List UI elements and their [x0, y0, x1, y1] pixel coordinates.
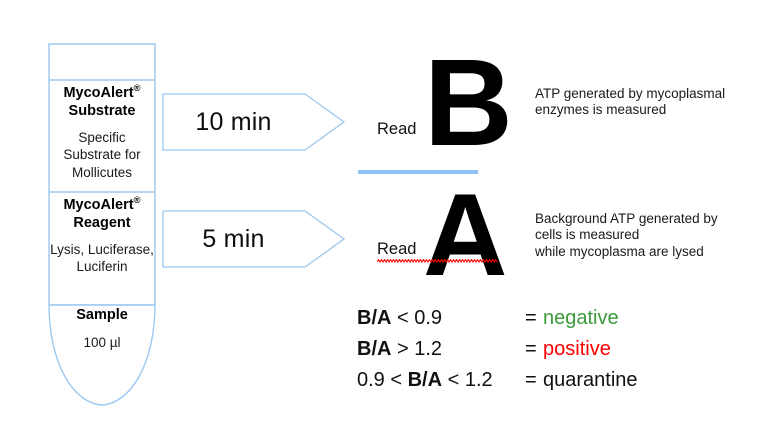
- arrow-label-5min: 5 min: [202, 224, 265, 253]
- read-a-label: Read: [377, 240, 417, 258]
- interpretation-row-quarantine: 0.9 < B/A < 1.2 = quarantine: [357, 369, 687, 400]
- ratio-label: B/A: [407, 369, 443, 391]
- step-arrow-5min: 5 min: [162, 210, 346, 268]
- ratio-label: B/A: [357, 307, 392, 329]
- read-b-letter: B: [424, 35, 513, 172]
- arrow-outline: [162, 93, 346, 151]
- substrate-title: MycoAlert®: [48, 83, 156, 103]
- registered-trademark-icon: ®: [133, 83, 141, 94]
- equals-sign: =: [525, 338, 537, 360]
- squiggle-path: [377, 259, 498, 263]
- reagent-title: MycoAlert®: [48, 195, 156, 215]
- substrate-title-text: MycoAlert: [63, 84, 134, 101]
- sample-title: Sample: [76, 307, 128, 323]
- substrate-title-line2: Substrate: [68, 102, 136, 119]
- arrow-shape-10min: [162, 93, 346, 151]
- tube-section-reagent: MycoAlert® Reagent Lysis, Luciferase, Lu…: [48, 195, 156, 276]
- comparison: < 0.9: [391, 307, 443, 329]
- result-quarantine: quarantine: [543, 369, 638, 391]
- interpretation-legend: B/A < 0.9 = negative B/A > 1.2 = positiv…: [357, 307, 687, 400]
- spellcheck-squiggle-underline: [377, 259, 498, 263]
- section-divider: [358, 170, 478, 174]
- read-a-letter: A: [423, 169, 508, 300]
- sample-volume: 100 µl: [83, 334, 121, 350]
- tube-section-substrate: MycoAlert® Substrate Specific Substrate …: [48, 83, 156, 181]
- equals-sign: =: [525, 307, 537, 329]
- reaction-tube: MycoAlert® Substrate Specific Substrate …: [48, 43, 156, 406]
- tube-bottom-outline: [48, 304, 156, 406]
- result-negative: negative: [543, 307, 619, 329]
- read-a-description: Background ATP generated by cells is mea…: [535, 211, 718, 259]
- arrow-outline: [162, 210, 346, 268]
- spacer: [48, 325, 156, 334]
- spacer: [48, 120, 156, 129]
- tube-section-empty: [48, 43, 156, 79]
- read-b-description: ATP generated by mycoplasmal enzymes is …: [535, 86, 726, 118]
- expression-quarantine: 0.9 < B/A < 1.2: [357, 369, 525, 392]
- result-positive: positive: [543, 338, 611, 360]
- substrate-subtitle: Specific Substrate for Mollicutes: [63, 130, 141, 180]
- expression-negative: B/A < 0.9: [357, 307, 525, 330]
- interpretation-row-negative: B/A < 0.9 = negative: [357, 307, 687, 338]
- tube-outline-svg: [48, 43, 156, 406]
- tube-section-sample: Sample 100 µl: [48, 307, 156, 351]
- step-arrow-10min: 10 min: [162, 93, 346, 151]
- reagent-title-text: MycoAlert: [63, 196, 134, 213]
- equals-sign: =: [525, 369, 537, 391]
- arrow-label-10min: 10 min: [195, 107, 272, 136]
- reagent-title-line2: Reagent: [73, 214, 131, 231]
- comparison: > 1.2: [391, 338, 443, 360]
- interpretation-row-positive: B/A > 1.2 = positive: [357, 338, 687, 369]
- spacer: [48, 232, 156, 241]
- read-b-label: Read: [377, 120, 417, 138]
- registered-trademark-icon: ®: [133, 195, 141, 206]
- comparison: < 1.2: [442, 369, 493, 391]
- arrow-shape-5min: [162, 210, 346, 268]
- ratio-label: B/A: [357, 338, 392, 360]
- reagent-subtitle: Lysis, Luciferase, Luciferin: [50, 242, 154, 275]
- ratio-prefix: 0.9 <: [357, 369, 408, 391]
- expression-positive: B/A > 1.2: [357, 338, 525, 361]
